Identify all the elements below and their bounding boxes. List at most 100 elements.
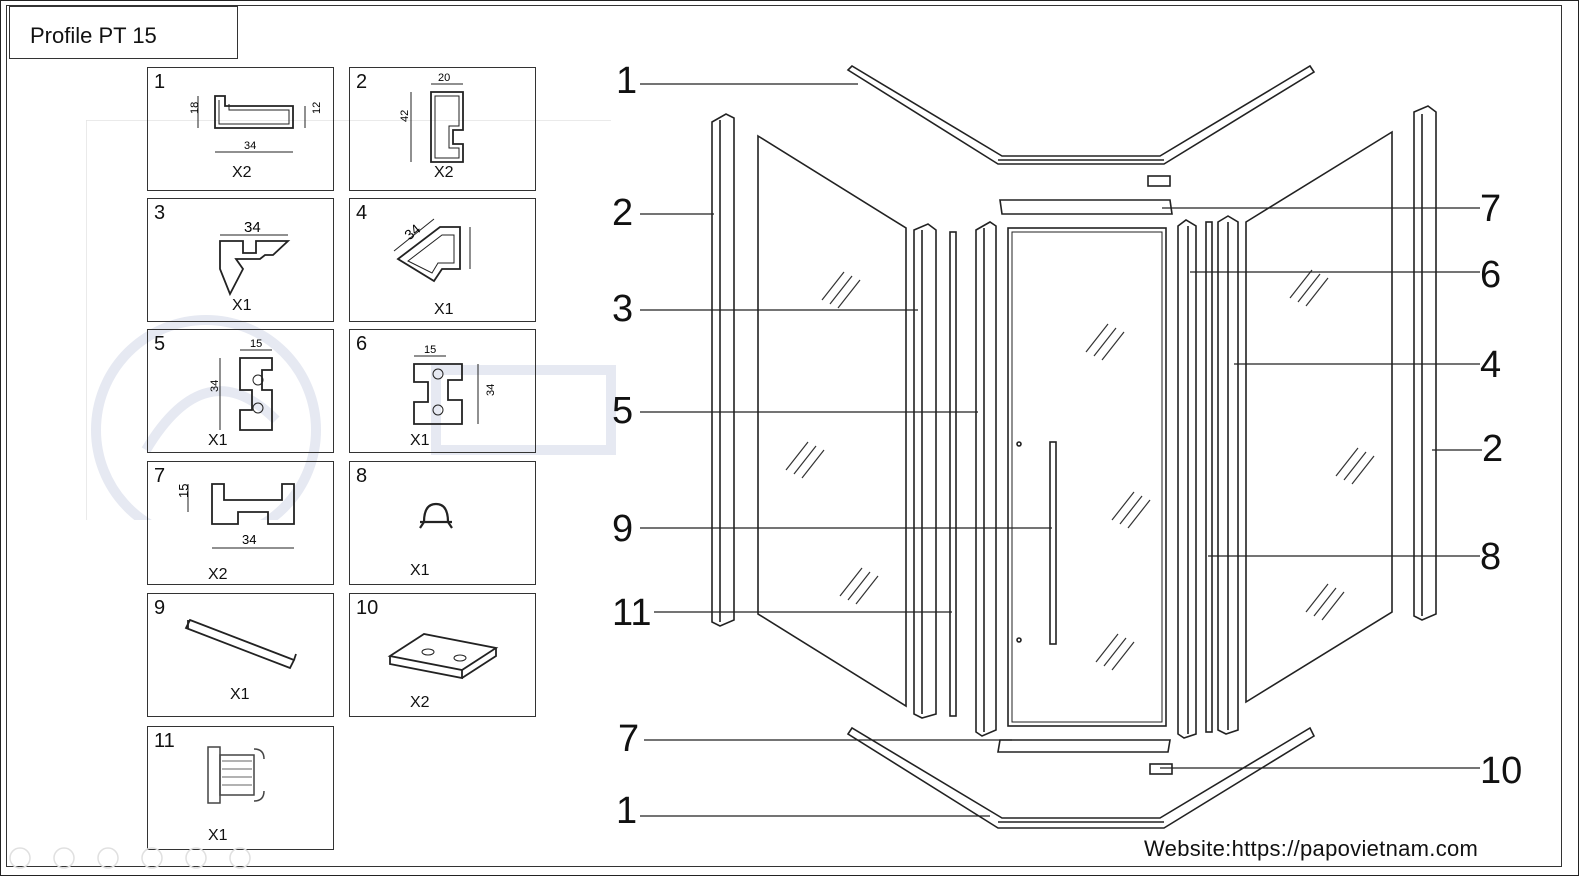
callout-left: 1 [616,60,638,102]
left-fixed-glass [757,134,907,708]
bottom-rail [997,739,1171,753]
right-strip-8 [1205,221,1213,733]
dim-label: 20 [438,72,450,84]
callout-right: 6 [1480,254,1502,296]
dim-label: 34 [244,219,261,236]
pen-icon [97,847,119,869]
left-post-3 [913,223,937,719]
page-title: Profile PT 15 [30,23,157,49]
part-quantity: X1 [230,686,250,703]
dim-label: 15 [250,338,262,350]
dim-label: 34 [485,384,497,396]
callout-right: 2 [1482,428,1504,470]
top-rail [999,199,1173,215]
profile-7-drawing: 15 34 [176,483,295,549]
profile-4-drawing: 34 [393,218,471,283]
part-card-6: 6 15 34 X1 [349,329,536,453]
part-number: 6 [356,333,368,355]
left-post-5 [975,221,997,737]
callout-left: 7 [618,718,640,760]
top-hinge [1147,175,1171,187]
dim-label: 34 [242,532,256,547]
roller-drawing [207,746,265,804]
watermark-logo [86,120,616,520]
dim-label: 15 [176,484,191,498]
part-card-11: 11 X1 [147,726,334,850]
profile-8-drawing [419,502,453,529]
part-quantity: X1 [434,301,454,318]
callout-left: 9 [612,508,634,550]
callout-right: 7 [1480,188,1502,230]
dim-label: 15 [424,344,436,356]
title-label: Profile PT [30,23,127,48]
dim-label: 12 [311,102,323,114]
right-fixed-glass [1245,130,1393,704]
part-quantity: X1 [208,827,228,844]
part-quantity: X1 [410,432,430,449]
right-post-6 [1177,219,1197,739]
door-panel [1007,227,1167,727]
part-card-3: 3 34 X1 [147,198,334,322]
part-card-5: 5 15 34 X1 [147,329,334,453]
left-wall-profile [711,113,735,627]
bottom-hinge [1149,763,1173,775]
part-card-7: 7 15 34 X2 [147,461,334,585]
right-wall-profile [1413,105,1437,621]
part-quantity: X2 [208,566,228,583]
hinge-drawing [387,633,499,680]
part-number: 7 [154,465,166,487]
door-handle [1049,441,1057,645]
sheet-border [6,5,1562,867]
dim-label: 34 [244,140,256,152]
part-card-4: 4 34 X1 [349,198,536,322]
top-frame-profile [846,64,1316,165]
left-strip-11 [949,231,957,717]
part-number: 5 [154,333,166,355]
callout-left: 5 [612,390,634,432]
website-url: Website:https://papovietnam.com [1144,836,1479,861]
prev-icon [9,847,31,869]
callout-left: 11 [612,592,652,634]
dim-label: 18 [189,102,201,114]
part-number: 2 [356,71,368,93]
part-number: 9 [154,597,166,619]
more-icon [229,847,251,869]
play-icon [53,847,75,869]
handle-drawing [184,618,297,670]
part-quantity: X2 [434,164,454,181]
part-card-8: 8 X1 [349,461,536,585]
profile-3-drawing: 34 [219,219,291,297]
viewer-toolbar [9,847,251,869]
callout-left: 1 [616,790,638,832]
part-number: 10 [356,597,379,619]
part-card-9: 9 X1 [147,593,334,717]
dim-label: 34 [209,380,221,392]
glass-hatch-marks [785,269,1375,671]
part-card-1: 1 18 34 12 X2 [147,67,334,191]
part-number: 4 [356,202,368,224]
part-number: 11 [154,730,175,752]
zoom-icon [185,847,207,869]
part-number: 8 [356,465,368,487]
profile-2-drawing: 20 42 [399,72,464,163]
right-post-4 [1217,215,1239,735]
profile-6-drawing: 15 34 [413,344,497,425]
callout-left: 3 [612,288,634,330]
profile-5-drawing: 15 34 [209,338,273,431]
copy-icon [141,847,163,869]
leader-lines [640,83,1482,817]
profile-1-drawing: 18 34 12 [189,95,323,153]
part-number: 3 [154,202,166,224]
part-quantity: X1 [208,432,228,449]
part-number: 1 [154,71,166,93]
part-quantity: X1 [410,562,430,579]
callout-right: 10 [1480,750,1523,792]
dim-label: 42 [399,110,411,122]
callout-right: 8 [1480,536,1502,578]
callout-left: 2 [612,192,634,234]
part-quantity: X1 [232,297,252,314]
title-box: Profile PT 15 [9,6,238,59]
part-quantity: X2 [232,164,252,181]
